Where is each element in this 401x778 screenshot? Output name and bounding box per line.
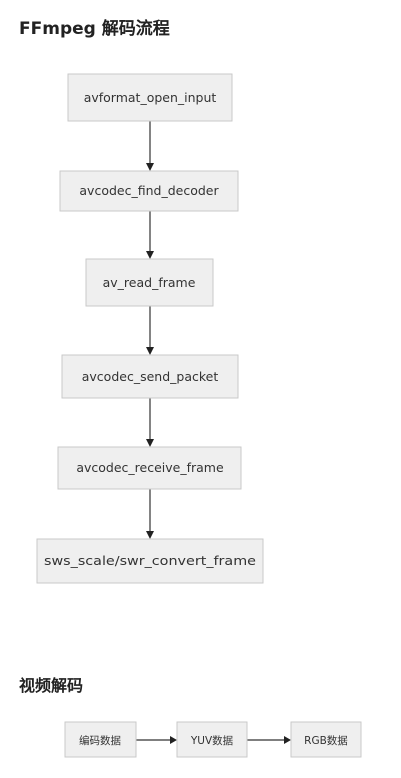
arrow-encoded-yuv <box>170 736 177 744</box>
flow-node-avcodec-send-packet: avcodec_send_packet <box>61 354 239 399</box>
flow-edges <box>146 121 154 539</box>
video-decode-flow: 编码数据 YUV数据 RGB数据 <box>64 721 362 758</box>
node-label: avcodec_find_decoder <box>79 183 219 198</box>
node-label: sws_scale/swr_convert_frame <box>44 553 256 568</box>
node-label: avformat_open_input <box>84 90 217 105</box>
flow-node-avcodec-find-decoder: avcodec_find_decoder <box>59 170 239 212</box>
node-label: RGB数据 <box>304 734 348 747</box>
arrow-4-5 <box>146 439 154 447</box>
video-node-yuv-data: YUV数据 <box>176 721 248 758</box>
flow-title: FFmpeg 解码流程 <box>19 19 170 39</box>
node-label: avcodec_receive_frame <box>76 460 224 475</box>
flow-node-avformat-open-input: avformat_open_input <box>67 73 233 122</box>
arrow-1-2 <box>146 163 154 171</box>
flow-node-av-read-frame: av_read_frame <box>85 258 214 307</box>
node-label: avcodec_send_packet <box>82 369 219 384</box>
arrow-2-3 <box>146 251 154 259</box>
node-label: YUV数据 <box>190 734 234 747</box>
arrow-5-6 <box>146 531 154 539</box>
arrow-yuv-rgb <box>284 736 291 744</box>
node-label: 编码数据 <box>79 734 121 747</box>
flow-node-avcodec-receive-frame: avcodec_receive_frame <box>57 446 242 490</box>
node-label: av_read_frame <box>103 275 196 290</box>
video-decode-title: 视频解码 <box>19 676 84 695</box>
flow-node-sws-swr-convert: sws_scale/swr_convert_frame <box>36 538 264 584</box>
arrow-3-4 <box>146 347 154 355</box>
video-node-rgb-data: RGB数据 <box>290 721 362 758</box>
video-node-encoded-data: 编码数据 <box>64 721 137 758</box>
